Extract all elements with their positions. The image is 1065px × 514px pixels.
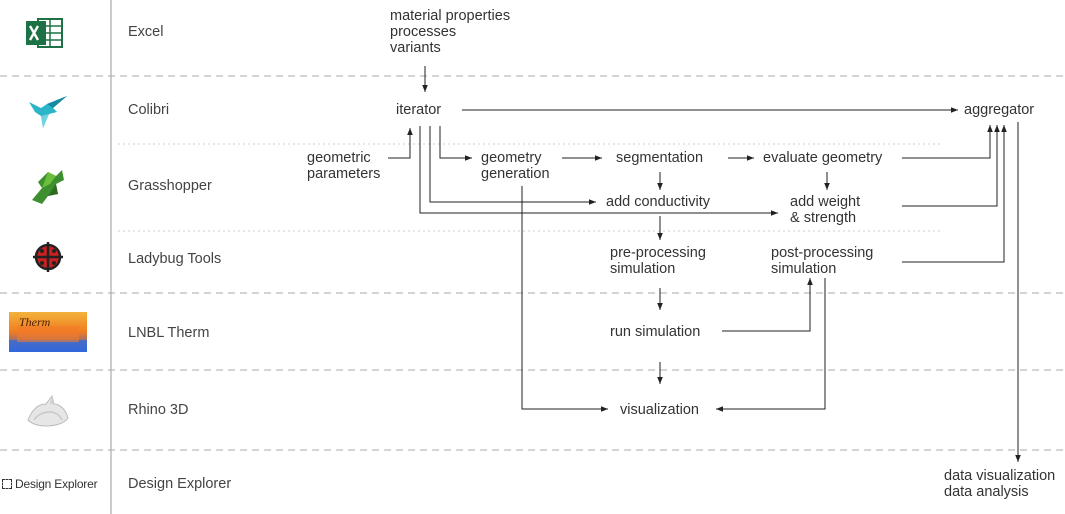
node-inputs-1: material properties bbox=[390, 8, 511, 24]
tool-excel: Excel bbox=[128, 24, 164, 40]
grasshopper-icon bbox=[32, 170, 64, 204]
bracket-icon bbox=[2, 479, 12, 489]
node-outputs-1: data visualization bbox=[944, 468, 1056, 484]
therm-logo: Therm bbox=[9, 312, 87, 352]
node-pre-processing-2: simulation bbox=[610, 261, 676, 277]
node-evaluate-geometry: evaluate geometry bbox=[763, 150, 883, 166]
node-pre-processing-1: pre-processing bbox=[610, 245, 706, 261]
design-explorer-logo: Design Explorer bbox=[2, 477, 98, 491]
rhino-icon bbox=[27, 394, 69, 427]
node-segmentation: segmentation bbox=[616, 150, 704, 166]
node-outputs-2: data analysis bbox=[944, 484, 1029, 500]
node-geometry-generation-1: geometry bbox=[481, 150, 542, 166]
node-aggregator: aggregator bbox=[964, 102, 1035, 118]
ladybug-icon bbox=[33, 242, 63, 272]
node-inputs-3: variants bbox=[390, 40, 441, 56]
tool-rhino: Rhino 3D bbox=[128, 402, 189, 418]
node-geometric-parameters-1: geometric bbox=[307, 150, 371, 166]
row-separators bbox=[0, 75, 1065, 451]
hummingbird-icon bbox=[29, 96, 67, 128]
node-iterator: iterator bbox=[396, 102, 442, 118]
excel-icon bbox=[26, 18, 63, 48]
tool-grasshopper: Grasshopper bbox=[128, 178, 212, 194]
node-geometric-parameters-2: parameters bbox=[307, 166, 381, 182]
tool-colibri: Colibri bbox=[128, 102, 170, 118]
tool-ladybug: Ladybug Tools bbox=[128, 251, 222, 267]
node-add-conductivity: add conductivity bbox=[606, 194, 710, 210]
tool-therm: LNBL Therm bbox=[128, 325, 210, 341]
node-inputs-2: processes bbox=[390, 24, 457, 40]
node-geometry-generation-2: generation bbox=[481, 166, 550, 182]
node-add-weight-1: add weight bbox=[790, 194, 861, 210]
tool-design-explorer: Design Explorer bbox=[128, 476, 232, 492]
design-explorer-wordmark: Design Explorer bbox=[15, 477, 98, 491]
flow-arrows bbox=[388, 66, 1021, 462]
therm-wordmark: Therm bbox=[19, 315, 51, 329]
node-add-weight-2: & strength bbox=[790, 210, 857, 226]
node-run-simulation: run simulation bbox=[610, 324, 701, 340]
sub-separators bbox=[118, 143, 940, 232]
node-post-processing-1: post-processing bbox=[771, 245, 874, 261]
node-visualization: visualization bbox=[620, 402, 699, 418]
node-post-processing-2: simulation bbox=[771, 261, 837, 277]
